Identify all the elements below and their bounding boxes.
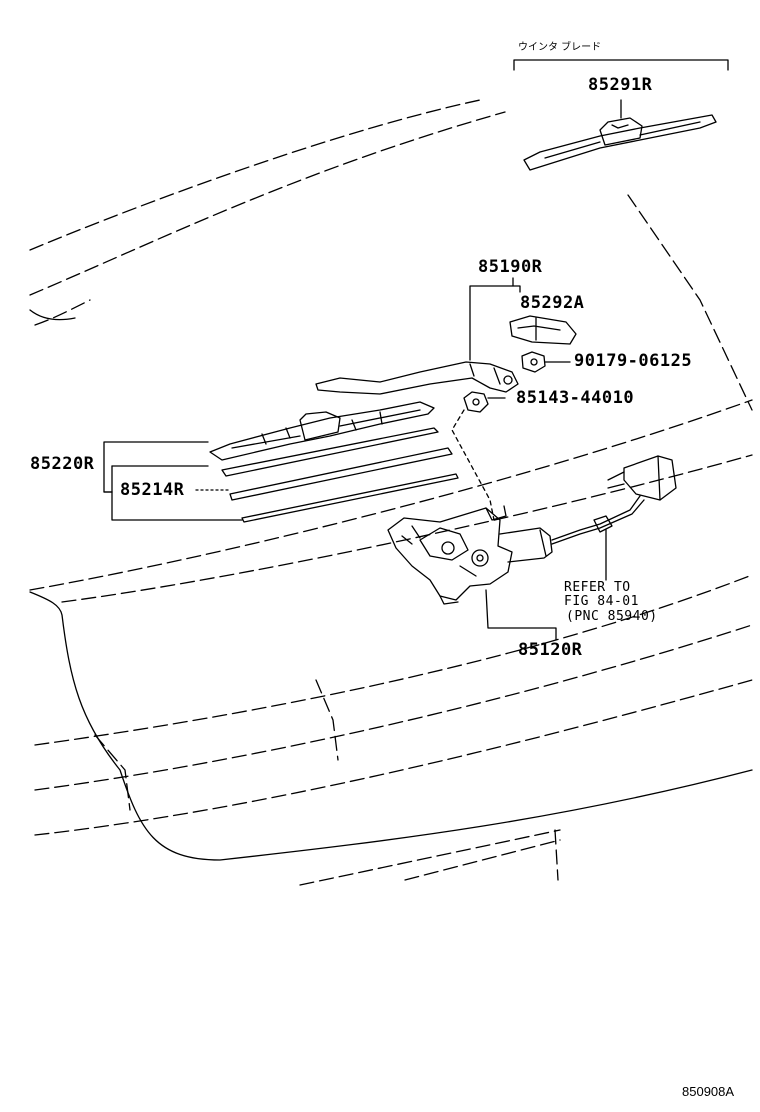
label-90179-06125: 90179-06125	[574, 351, 693, 371]
label-85143-44010: 85143-44010	[516, 388, 635, 408]
wiper-arm-85190R	[315, 361, 519, 395]
label-85220R: 85220R	[30, 454, 95, 474]
label-85120R: 85120R	[518, 640, 583, 660]
label-85292A: 85292A	[520, 293, 585, 313]
label-85190R: 85190R	[478, 257, 543, 277]
grommet-85143-44010	[463, 391, 489, 413]
label-85291R: 85291R	[588, 75, 653, 95]
figure-id: 850908A	[682, 1084, 735, 1099]
label-85214R: 85214R	[120, 480, 185, 500]
motor-connector-cable	[551, 455, 677, 545]
refer-line-3: (PNC 85940)	[566, 609, 658, 624]
refer-line-2: FIG 84-01	[564, 594, 639, 609]
body-outline-solid	[29, 591, 753, 861]
winter-blade-85291R	[523, 99, 717, 171]
wiper-motor-85120R	[387, 505, 553, 605]
motor-leader	[485, 589, 557, 641]
wiper-blade-85220R	[209, 401, 435, 461]
winter-blade-label: ウインタ ブレード	[518, 42, 602, 53]
nut-90179-06125	[521, 351, 546, 373]
refer-line-1: REFER TO	[564, 580, 631, 595]
cap-85292A	[509, 315, 577, 345]
winter-blade-bracket	[513, 59, 729, 71]
arm-bracket	[469, 277, 514, 361]
body-outline-dashed	[29, 99, 753, 886]
blade-refill-strips	[221, 427, 459, 523]
